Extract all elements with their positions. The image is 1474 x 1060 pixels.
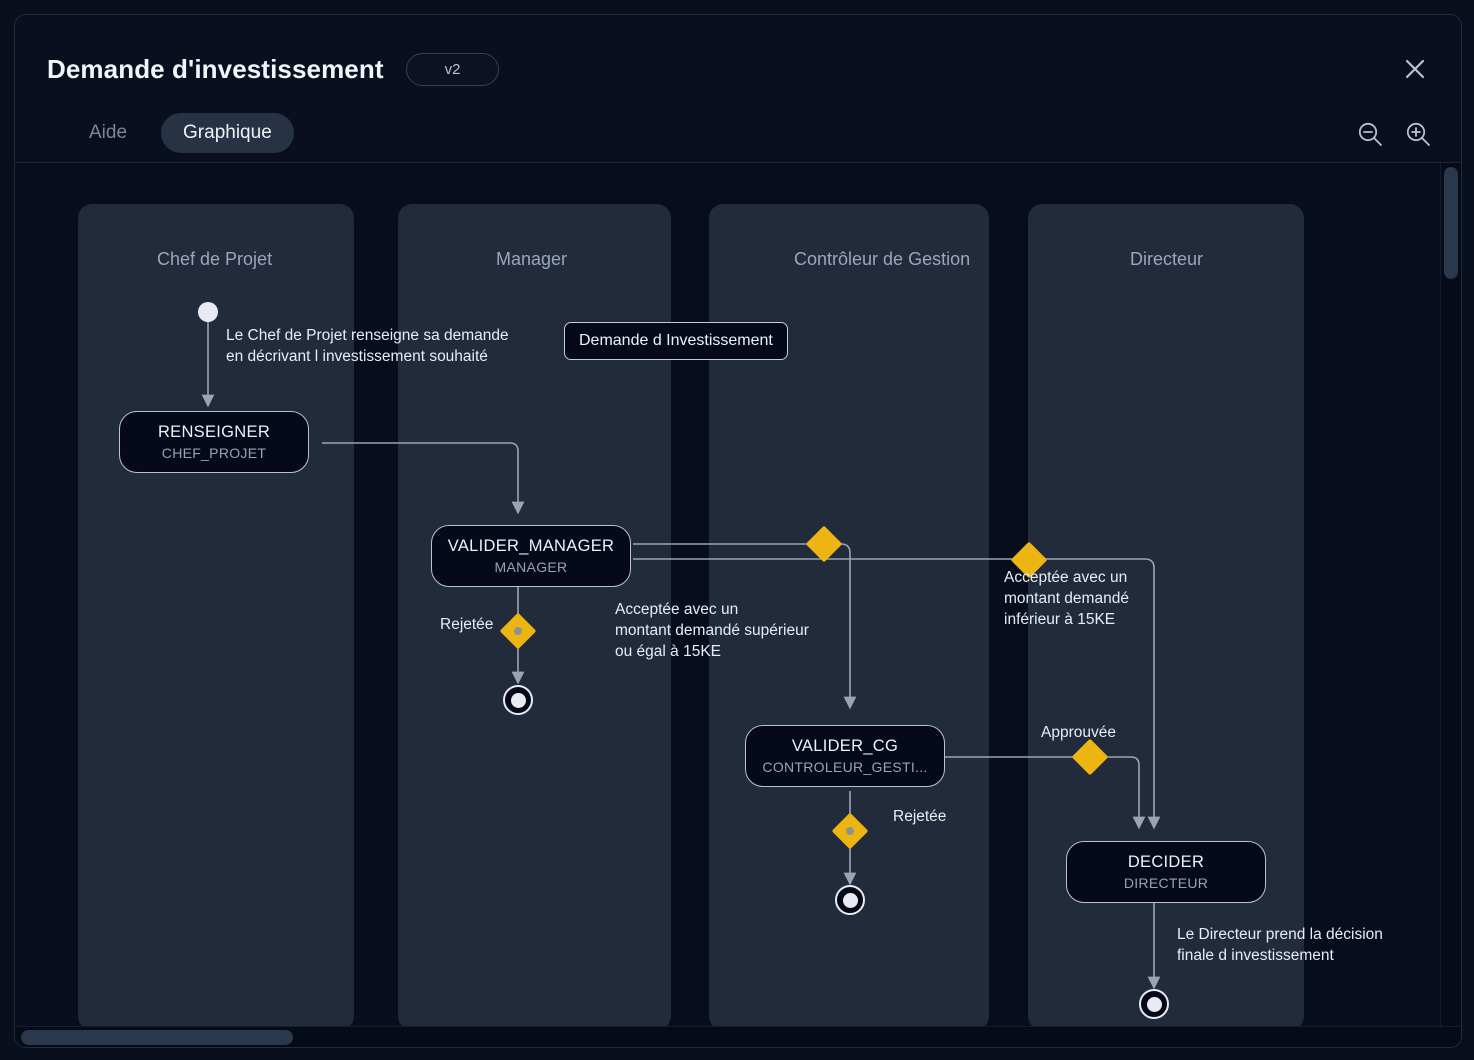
process-name-chip: Demande d Investissement: [564, 322, 788, 360]
zoom-controls: [1355, 119, 1433, 149]
task-node-name: DECIDER: [1127, 852, 1205, 871]
horizontal-scrollbar[interactable]: [15, 1026, 1461, 1047]
diagram-canvas[interactable]: Chef de Projet Manager Contrôleur de Ges…: [15, 163, 1461, 1047]
annotation-final: Le Directeur prend la décision finale d …: [1177, 926, 1383, 964]
annotation-start: Le Chef de Projet renseigne sa demande e…: [226, 327, 509, 365]
task-node-role: CHEF_PROJET: [161, 445, 267, 462]
zoom-in-icon[interactable]: [1403, 119, 1433, 149]
diagram-window: Demande d'investissement v2 Aide Graphiq…: [14, 14, 1462, 1048]
end-node-cg-reject[interactable]: [835, 885, 865, 915]
lane-chef-de-projet: [78, 204, 354, 1030]
lane-title-chef-de-projet: Chef de Projet: [157, 249, 273, 269]
version-badge: v2: [405, 53, 500, 86]
edge-label-acceptee-inferieur: Acceptée avec un montant demandé inférie…: [1004, 569, 1129, 628]
title-row: Demande d'investissement v2: [47, 53, 500, 86]
vertical-scrollbar-thumb[interactable]: [1444, 167, 1458, 279]
start-node[interactable]: [198, 302, 218, 322]
task-node-role: CONTROLEUR_GESTI...: [762, 759, 928, 776]
swimlane-diagram: Chef de Projet Manager Contrôleur de Ges…: [15, 163, 1461, 1047]
tab-aide[interactable]: Aide: [89, 122, 128, 143]
task-node-name: VALIDER_CG: [791, 736, 899, 755]
task-node-name: VALIDER_MANAGER: [447, 536, 615, 555]
edge-label-rejetee-cg: Rejetée: [893, 808, 947, 825]
close-icon[interactable]: [1399, 53, 1431, 85]
horizontal-scrollbar-thumb[interactable]: [21, 1030, 293, 1045]
zoom-out-icon[interactable]: [1355, 119, 1385, 149]
window-header: Demande d'investissement v2 Aide Graphiq…: [15, 15, 1461, 163]
tab-graphique[interactable]: Graphique: [161, 113, 294, 153]
task-node-valider-cg[interactable]: VALIDER_CG CONTROLEUR_GESTI...: [745, 725, 945, 787]
edge-label-rejetee-manager: Rejetée: [440, 616, 494, 633]
task-node-name: RENSEIGNER: [157, 422, 271, 441]
edge-label-approuvee: Approuvée: [1041, 724, 1116, 741]
lane-title-controleur-de-gestion: Contrôleur de Gestion: [794, 249, 971, 269]
lane-title-manager: Manager: [496, 249, 568, 269]
page-title: Demande d'investissement: [47, 54, 384, 84]
vertical-scrollbar[interactable]: [1440, 163, 1461, 1027]
task-node-decider[interactable]: DECIDER DIRECTEUR: [1066, 841, 1266, 903]
task-node-renseigner[interactable]: RENSEIGNER CHEF_PROJET: [119, 411, 309, 473]
tab-bar: Aide Graphique: [67, 113, 294, 153]
end-node-final[interactable]: [1139, 989, 1169, 1019]
end-node-manager-reject[interactable]: [503, 685, 533, 715]
lane-title-directeur: Directeur: [1130, 249, 1204, 269]
edge-label-acceptee-superieur: Acceptée avec un montant demandé supérie…: [615, 601, 809, 660]
task-node-role: MANAGER: [494, 559, 568, 576]
task-node-valider-manager[interactable]: VALIDER_MANAGER MANAGER: [431, 525, 631, 587]
task-node-role: DIRECTEUR: [1123, 875, 1209, 892]
